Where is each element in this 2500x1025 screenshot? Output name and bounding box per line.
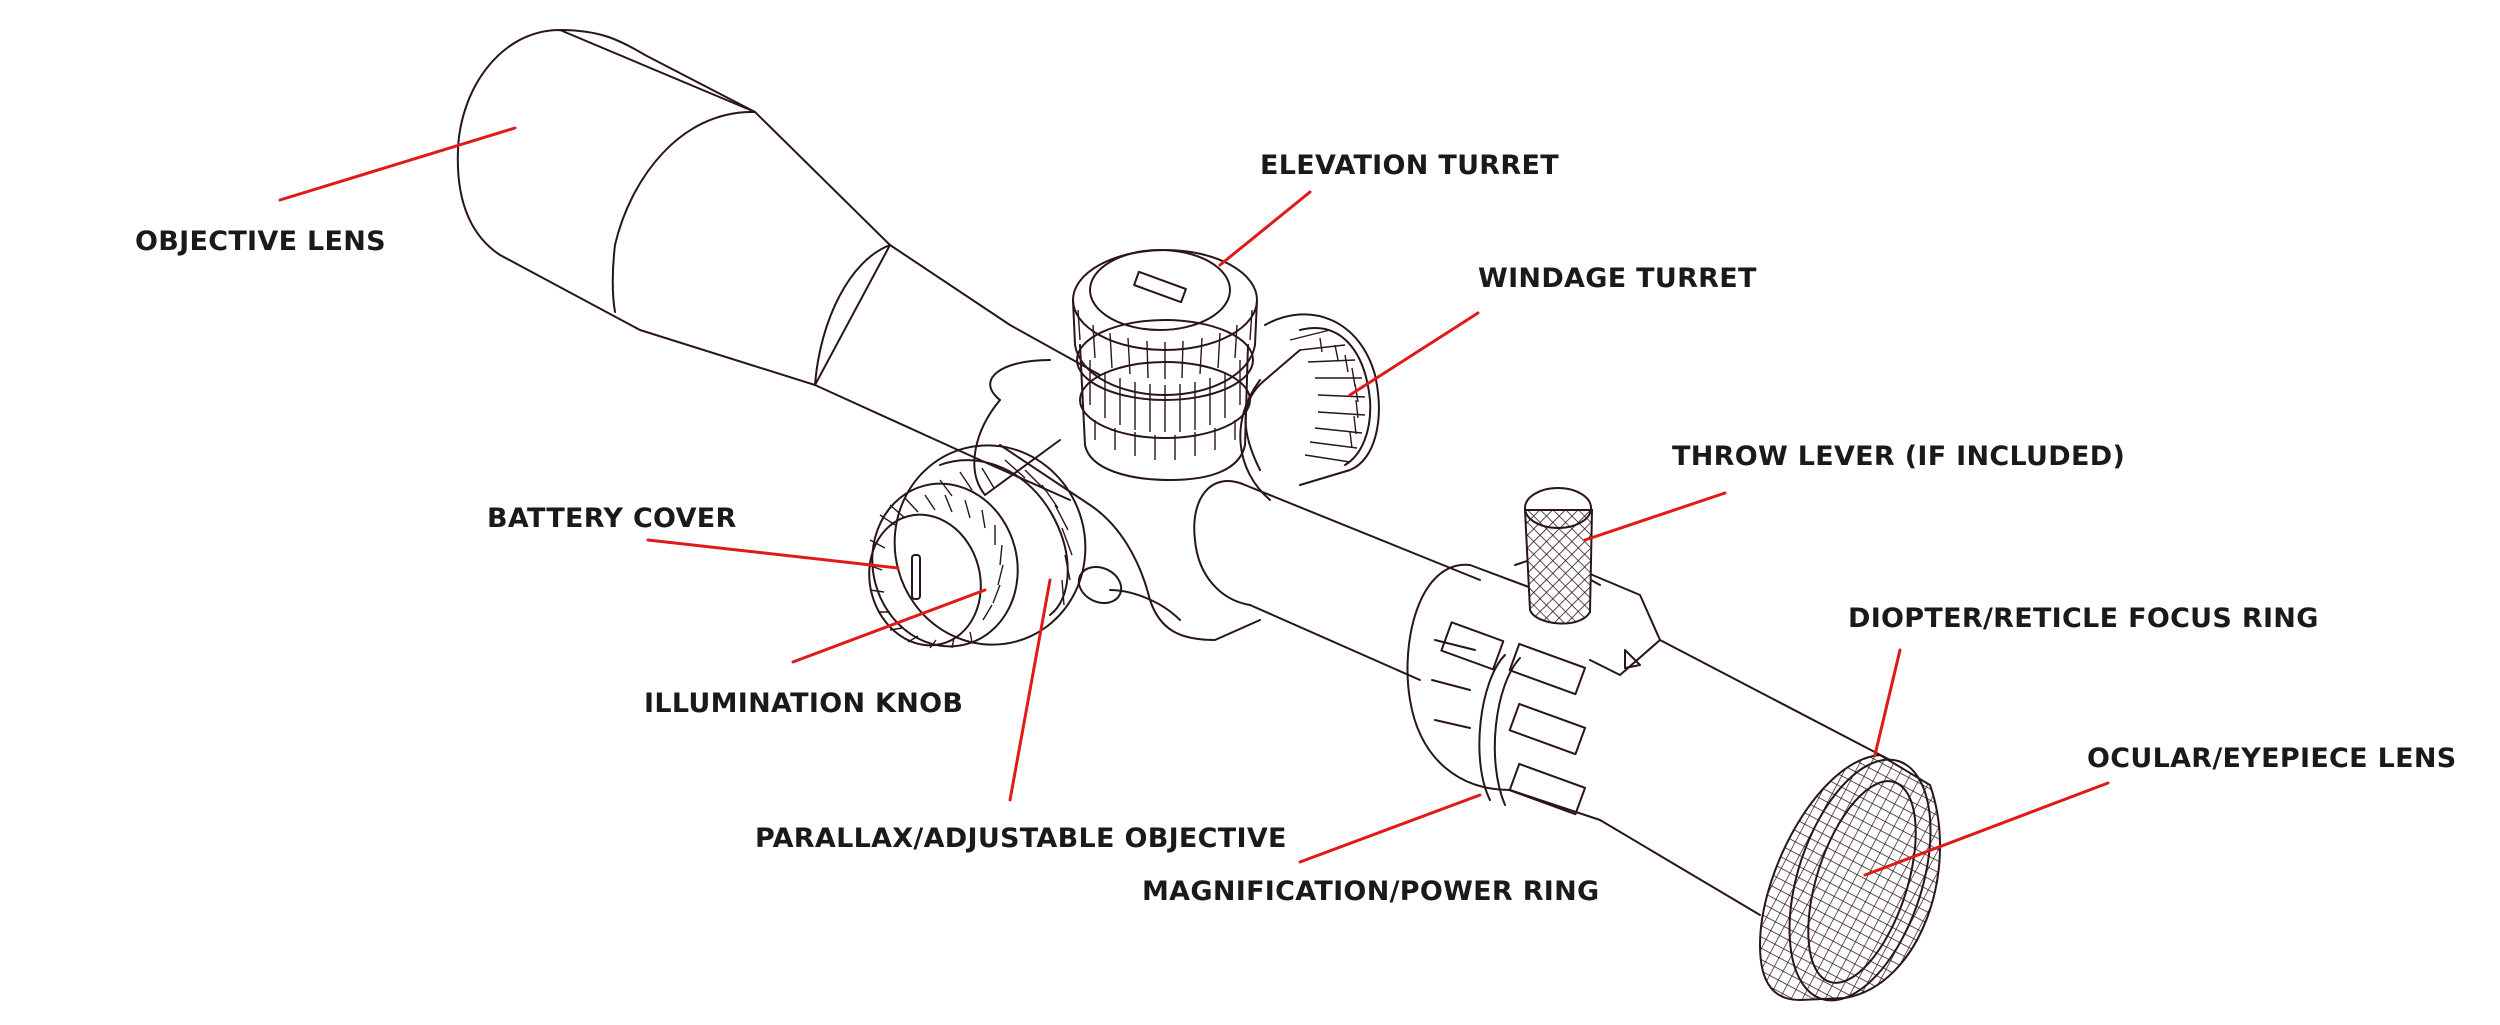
leader-battery-cover: [646, 538, 900, 570]
leader-parallax: [1008, 578, 1052, 802]
label-parallax: PARALLAX/ADJUSTABLE OBJECTIVE: [755, 823, 1287, 854]
parallax-knurl: [939, 459, 1073, 606]
side-focus-assembly: [867, 444, 1087, 649]
leader-diopter-ring: [1873, 648, 1902, 757]
label-windage-turret: WINDAGE TURRET: [1478, 263, 1757, 294]
diopter-ring: [1758, 753, 1942, 1002]
eyepiece-body: [1599, 639, 1891, 916]
label-ocular-lens: OCULAR/EYEPIECE LENS: [2087, 743, 2457, 774]
label-illumination-knob: ILLUMINATION KNOB: [644, 688, 964, 719]
label-magnification-ring: MAGNIFICATION/POWER RING: [1142, 876, 1600, 907]
ocular-lens-glass: [1807, 780, 1917, 984]
label-throw-lever: THROW LEVER (IF INCLUDED): [1672, 441, 2126, 472]
leader-throw-lever: [1583, 491, 1727, 542]
main-tube: [979, 324, 1101, 501]
label-objective-lens: OBJECTIVE LENS: [135, 226, 386, 257]
elevation-knurl: [1089, 360, 1241, 460]
illumination-knurl: [867, 494, 1004, 649]
label-elevation-turret: ELEVATION TURRET: [1260, 150, 1559, 181]
windage-turret: [1264, 313, 1380, 486]
label-diopter-ring: DIOPTER/RETICLE FOCUS RING: [1848, 603, 2319, 634]
leader-objective-lens: [278, 126, 517, 202]
objective-bell: [456, 29, 1011, 461]
throw-lever: [1514, 487, 1661, 676]
leader-illumination-knob: [791, 588, 987, 664]
rear-tube: [1193, 480, 1481, 681]
leader-lines: [278, 126, 2110, 877]
elevation-turret: [1072, 249, 1258, 481]
leader-ocular-lens: [1863, 781, 2110, 877]
label-battery-cover: BATTERY COVER: [487, 503, 737, 534]
leader-magnification-ring: [1298, 793, 1482, 864]
leader-elevation-turret: [1218, 190, 1312, 267]
leader-windage-turret: [1348, 311, 1480, 397]
turret-saddle: [973, 349, 1301, 641]
